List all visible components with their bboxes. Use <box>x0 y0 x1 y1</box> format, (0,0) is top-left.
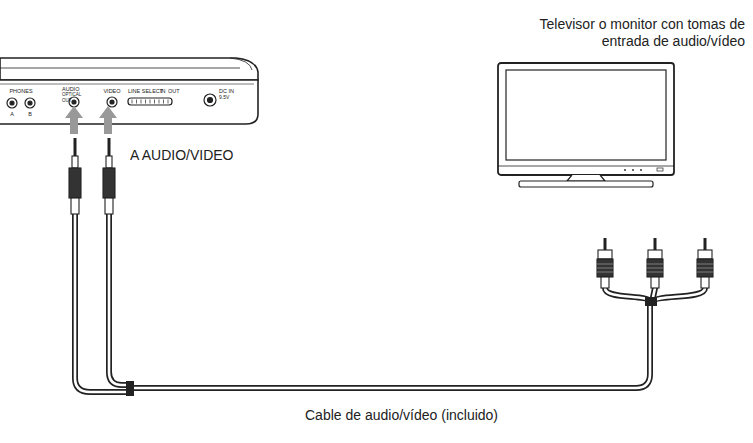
panel-label: OUT <box>62 99 72 104</box>
caption: Cable de audio/vídeo (incluido) <box>305 407 498 423</box>
panel-label: B <box>28 112 32 118</box>
rca-plugs <box>597 238 713 288</box>
switch-ridges <box>132 100 168 104</box>
panel-label: PHONES <box>9 89 32 95</box>
mini-plugs <box>69 138 115 214</box>
panel-label: LINE SELECT <box>128 89 163 95</box>
jacks <box>7 94 216 108</box>
panel-label: OUT <box>168 89 180 95</box>
panel-label: IN <box>160 89 166 95</box>
panel-label: VIDEO <box>103 89 120 95</box>
tv-outline <box>497 62 675 190</box>
tv-monitor: Televisor o monitor con tomas de entrada… <box>497 62 675 190</box>
insert-arrows <box>65 106 117 134</box>
cable <box>75 214 705 392</box>
connector-label: A AUDIO/VIDEO <box>130 148 233 162</box>
panel-label: 9.5V <box>219 95 229 100</box>
cable-splitter <box>645 297 657 306</box>
player-body <box>0 58 258 124</box>
device-heading: Televisor o monitor con tomas de entrada… <box>530 16 745 50</box>
panel-label: DC IN <box>219 89 234 95</box>
cable-junction <box>126 381 134 396</box>
panel-label: AUDIO <box>62 87 79 93</box>
panel-label: OPTICAL <box>62 93 81 98</box>
panel-label: A <box>10 112 14 118</box>
